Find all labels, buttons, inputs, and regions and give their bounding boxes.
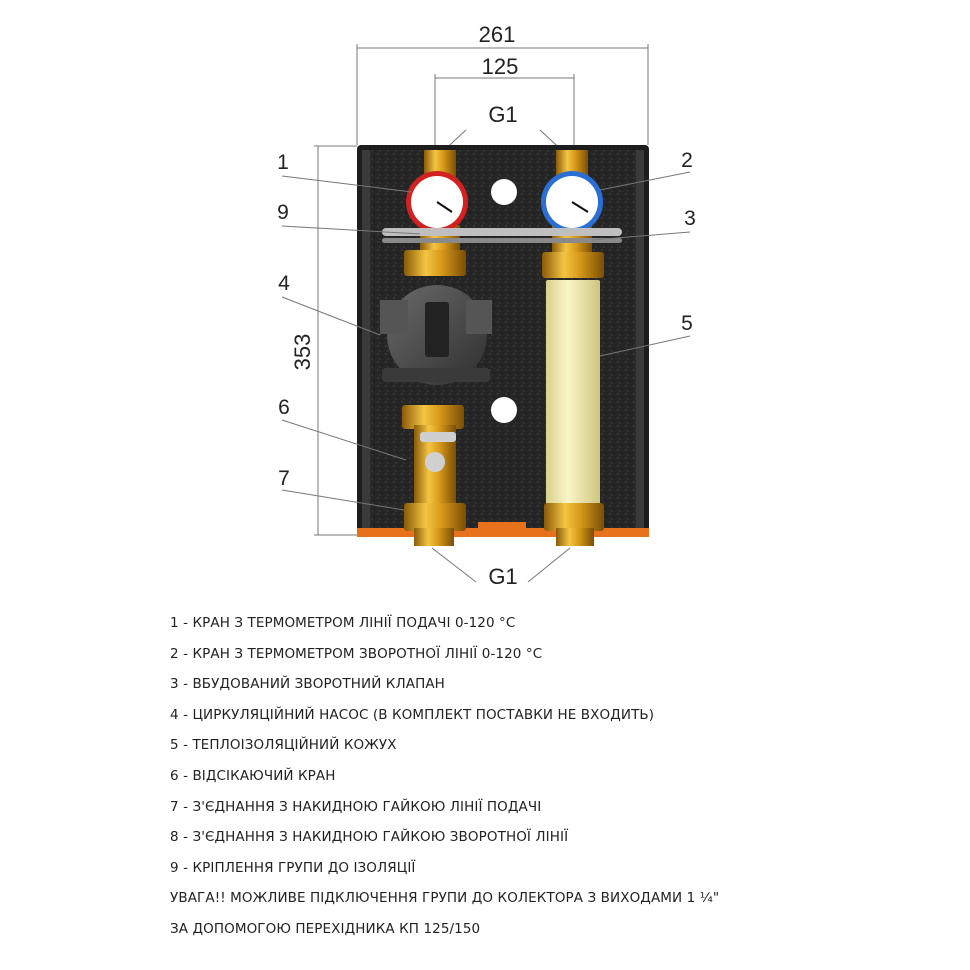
circulation-pump-icon [380, 285, 492, 385]
legend-item: 7 - З'ЄДНАННЯ З НАКИДНОЮ ГАЙКОЮ ЛІНІЇ ПО… [170, 798, 542, 815]
shutoff-valve-handle-icon [420, 432, 456, 472]
legend-list: 1 - КРАН З ТЕРМОМЕТРОМ ЛІНІЇ ПОДАЧІ 0-12… [170, 608, 719, 945]
legend-item: 5 - ТЕПЛОІЗОЛЯЦІЙНИЙ КОЖУХ [170, 737, 397, 754]
dim-thread-bottom: G1 [488, 564, 517, 589]
dim-height: 353 [290, 334, 315, 371]
callout-4: 4 [278, 272, 290, 295]
legend-item: 9 - КРІПЛЕННЯ ГРУПИ ДО ІЗОЛЯЦІЇ [170, 859, 416, 876]
supply-thermometer-icon [406, 171, 468, 233]
callout-7: 7 [278, 467, 290, 490]
dim-width-total: 261 [479, 22, 516, 47]
callout-3: 3 [684, 207, 696, 230]
callout-1: 1 [277, 151, 289, 174]
legend-item: 8 - З'ЄДНАННЯ З НАКИДНОЮ ГАЙКОЮ ЗВОРОТНО… [170, 829, 569, 846]
dim-thread-top: G1 [488, 102, 517, 127]
callout-9: 9 [277, 201, 289, 224]
legend-item: 1 - КРАН З ТЕРМОМЕТРОМ ЛІНІЇ ПОДАЧІ 0-12… [170, 615, 516, 631]
dim-width-center: 125 [482, 54, 519, 79]
callout-6: 6 [278, 396, 290, 419]
legend-item: 4 - ЦИРКУЛЯЦІЙНИЙ НАСОС (В КОМПЛЕКТ ПОСТ… [170, 706, 655, 723]
dimension-lines [314, 44, 649, 583]
legend-warning: ЗА ДОПОМОГОЮ ПЕРЕХІДНИКА КП 125/150 [170, 920, 481, 937]
legend-item: 3 - ВБУДОВАНИЙ ЗВОРОТНИЙ КЛАПАН [170, 676, 445, 693]
callout-5: 5 [681, 312, 693, 335]
legend-item: 6 - ВІДСІКАЮЧИЙ КРАН [170, 767, 336, 784]
pump-group-diagram: 261 125 G1 353 G1 [277, 22, 696, 589]
return-thermometer-icon [541, 171, 603, 233]
mounting-bracket [382, 228, 622, 243]
callout-2: 2 [681, 149, 693, 172]
base-plate [357, 528, 649, 537]
callout-lines [281, 171, 691, 511]
legend-item: 2 - КРАН З ТЕРМОМЕТРОМ ЗВОРОТНОЇ ЛІНІЇ 0… [170, 645, 543, 662]
legend-warning: УВАГА!! МОЖЛИВЕ ПІДКЛЮЧЕННЯ ГРУПИ ДО КОЛ… [170, 890, 720, 907]
